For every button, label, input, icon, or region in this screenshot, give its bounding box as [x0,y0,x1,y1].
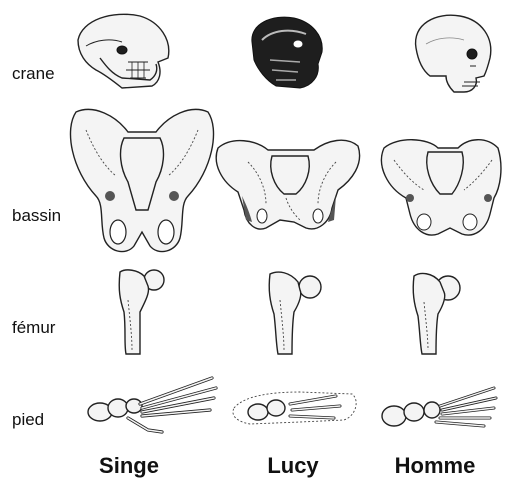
pelvis-singe-illustration [70,109,213,251]
skull-lucy-illustration [252,17,322,88]
foot-lucy-illustration [233,392,356,424]
skull-singe-illustration [78,14,169,88]
femur-lucy-illustration [269,272,321,354]
foot-singe-illustration [88,378,216,432]
femur-singe-illustration [119,270,164,354]
pelvis-homme-illustration [381,140,500,235]
pelvis-lucy-illustration [216,140,359,229]
femur-homme-illustration [413,274,460,354]
foot-homme-illustration [382,388,496,426]
skull-homme-illustration [416,15,491,92]
